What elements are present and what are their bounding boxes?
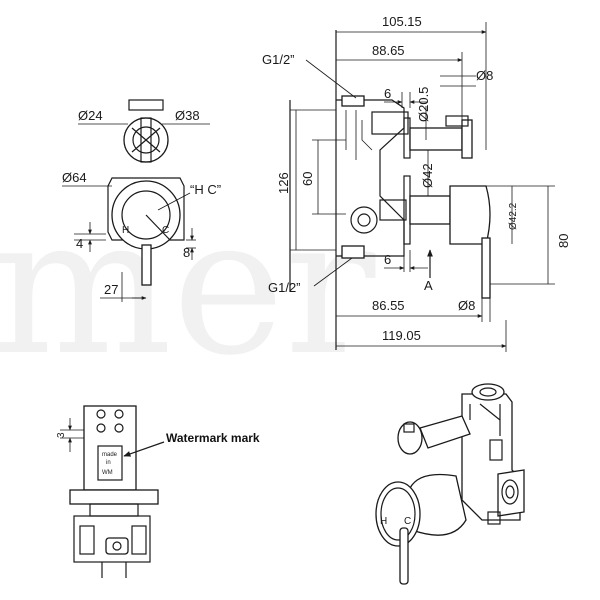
hot-letter: H [122, 225, 129, 236]
hc-label: “H C” [190, 182, 221, 197]
dimension-4: 4 [76, 236, 83, 251]
stamp-line-3: WM [102, 470, 113, 476]
iso-cold-letter: C [404, 516, 411, 527]
dimension-dia-38: Ø38 [175, 108, 200, 123]
view-arrow-label: A [424, 278, 433, 293]
thread-label-top: G1/2” [262, 52, 295, 67]
top-view: H C Ø24 Ø38 Ø64 “H C” 4 8 27 [62, 99, 221, 302]
dimension-dia-8-bottom: Ø8 [458, 298, 475, 313]
dimension-60: 60 [300, 172, 315, 186]
side-view: 105.15 88.65 G1/2” Ø8 6 Ø20.5 126 60 Ø42… [262, 14, 571, 352]
dimension-dia-20-5: Ø20.5 [416, 87, 431, 122]
dimension-86-55: 86.55 [372, 298, 405, 313]
watermark-mark-label: Watermark mark [166, 431, 260, 445]
dimension-6-bottom: 6 [384, 252, 391, 267]
dimension-dia-42-a: Ø42 [420, 163, 435, 188]
front-view: made in WM 3 Watermark mark [56, 405, 260, 578]
thread-label-bottom: G1/2” [268, 280, 301, 295]
dimension-6-top: 6 [384, 86, 391, 101]
dimension-dia-42-2: Ø42.2 [508, 202, 519, 230]
cold-letter: C [162, 225, 169, 236]
dimension-27: 27 [104, 282, 118, 297]
background-watermark: mer [0, 176, 376, 397]
isometric-view: H C [375, 383, 525, 585]
dimension-dia-64: Ø64 [62, 170, 87, 185]
dimension-80: 80 [556, 234, 571, 248]
stamp-line-2: in [106, 460, 111, 466]
dimension-105-15: 105.15 [382, 14, 422, 29]
dimension-88-65: 88.65 [372, 43, 405, 58]
dimension-119-05: 119.05 [382, 328, 421, 343]
dimension-8: 8 [183, 245, 190, 260]
dimension-3: 3 [56, 432, 67, 438]
iso-hot-letter: H [380, 516, 387, 527]
dimension-dia-24: Ø24 [78, 108, 103, 123]
dimension-dia-8-top: Ø8 [476, 68, 493, 83]
stamp-line-1: made [102, 452, 118, 458]
dimension-126: 126 [276, 172, 291, 194]
